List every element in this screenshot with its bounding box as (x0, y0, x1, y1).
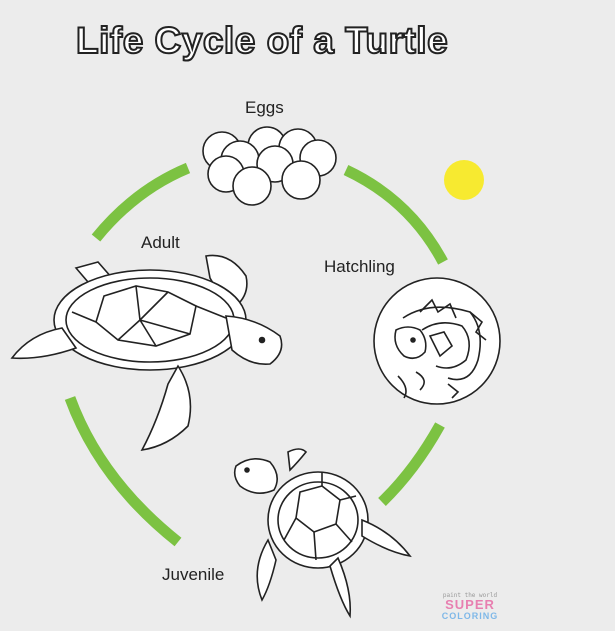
cycle-arrows (64, 162, 448, 547)
arc-adult-to-eggs (91, 162, 191, 242)
arc-eggs-to-hatchling (343, 165, 448, 265)
hatchling-illustration (373, 277, 501, 405)
eggs-illustration (202, 126, 337, 206)
stage-label-eggs: Eggs (245, 98, 284, 117)
stage-label-hatchling: Hatchling (324, 257, 395, 276)
stage-label-adult: Adult (141, 233, 180, 252)
watermark-word-super: SUPER (445, 597, 495, 612)
diagram-title: Life Cycle of a Turtle (75, 19, 449, 62)
sun-icon (444, 160, 484, 200)
watermark-tagline: paint the world (442, 592, 498, 599)
adult-illustration (10, 254, 283, 452)
watermark-word-coloring: COLORING (441, 611, 499, 621)
stage-label-juvenile: Juvenile (162, 565, 225, 584)
arc-hatchling-to-juvenile (378, 422, 445, 506)
juvenile-illustration (233, 448, 412, 619)
watermark-logo: paint the world SUPER COLORING (430, 592, 510, 621)
arc-juvenile-to-adult (64, 396, 182, 547)
